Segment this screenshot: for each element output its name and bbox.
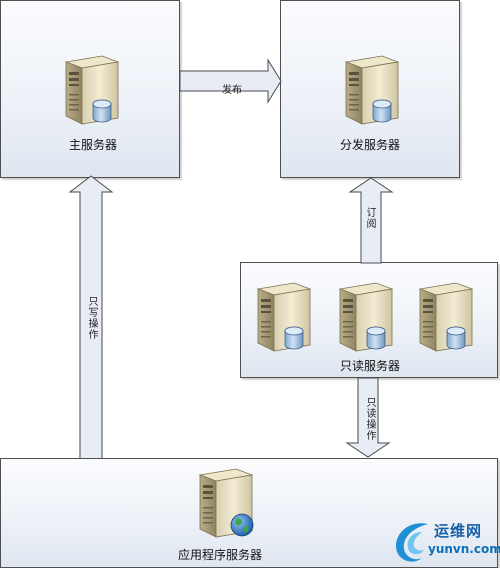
distribution-server-icon <box>345 55 399 125</box>
database-icon <box>92 99 112 123</box>
app-server-label: 应用程序服务器 <box>177 548 262 562</box>
swirl-logo-icon <box>396 523 428 562</box>
subscribe-label: 订阅 <box>364 207 375 229</box>
watermark-en: yunvn.com <box>428 542 500 556</box>
readonly-server-label: 只读服务器 <box>339 359 400 373</box>
read-only-arrow <box>345 377 391 458</box>
master-server-label: 主服务器 <box>68 138 117 152</box>
readonly-server-icon-1 <box>257 282 311 352</box>
watermark: 运维网 yunvn.com <box>392 516 500 568</box>
database-icon <box>446 326 466 350</box>
subscribe-arrow <box>348 177 394 264</box>
readonly-server-icon-3 <box>419 282 473 352</box>
master-server-icon <box>65 55 119 125</box>
app-server-icon <box>199 468 254 538</box>
watermark-cn: 运维网 <box>434 522 483 540</box>
readonly-server-icon-2 <box>339 282 393 352</box>
database-icon <box>366 326 386 350</box>
globe-icon <box>230 513 254 537</box>
write-only-label: 只写操作 <box>86 296 97 340</box>
distribution-server-label: 分发服务器 <box>339 138 400 152</box>
publish-arrow <box>179 58 282 104</box>
read-only-label: 只读操作 <box>364 397 375 441</box>
database-icon <box>372 99 392 123</box>
publish-label: 发布 <box>222 85 242 96</box>
database-icon <box>284 326 304 350</box>
